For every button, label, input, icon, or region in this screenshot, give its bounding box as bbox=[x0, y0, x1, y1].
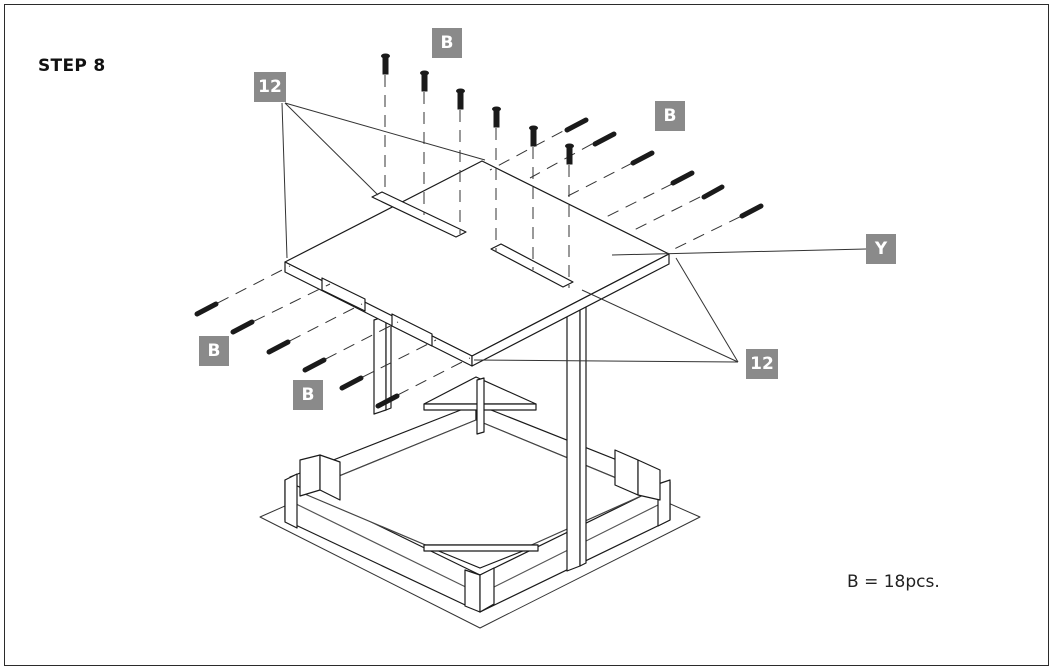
step-title: STEP 8 bbox=[38, 56, 106, 76]
callout-y: Y bbox=[866, 234, 896, 264]
screw-icon bbox=[230, 319, 255, 335]
screw-icon bbox=[701, 184, 725, 200]
screw-guides-left bbox=[199, 265, 471, 405]
screw-guides-vertical bbox=[384, 75, 570, 288]
callout-b-left-lower: B bbox=[293, 380, 323, 410]
roof-posts bbox=[373, 285, 587, 572]
screws-left bbox=[194, 301, 400, 409]
screw-icon bbox=[420, 70, 429, 92]
callout-12-top: 12 bbox=[254, 72, 286, 102]
callout-12-bottom: 12 bbox=[746, 349, 778, 379]
screw-icon bbox=[492, 106, 501, 128]
screw-icon bbox=[564, 117, 589, 133]
screw-icon bbox=[381, 53, 390, 75]
screw-icon bbox=[194, 301, 219, 317]
screw-icon bbox=[630, 150, 655, 166]
screw-icon bbox=[375, 393, 400, 409]
screw-icon bbox=[302, 357, 327, 373]
screws-right bbox=[564, 117, 764, 219]
callout-b-right: B bbox=[655, 101, 685, 131]
screw-icon bbox=[592, 131, 617, 147]
callout-b-left-upper: B bbox=[199, 336, 229, 366]
screw-icon bbox=[529, 125, 538, 147]
screw-icon bbox=[456, 88, 465, 110]
leader-lines bbox=[281, 102, 867, 363]
roof-panel bbox=[284, 160, 670, 367]
quantity-note: B = 18pcs. bbox=[847, 572, 940, 592]
screw-icon bbox=[266, 339, 291, 355]
screw-icon bbox=[739, 203, 764, 219]
callout-b-top: B bbox=[432, 28, 462, 58]
screw-icon bbox=[670, 170, 695, 186]
screw-icon bbox=[565, 143, 574, 165]
screw-icon bbox=[339, 375, 364, 391]
screws-vertical bbox=[381, 53, 574, 165]
